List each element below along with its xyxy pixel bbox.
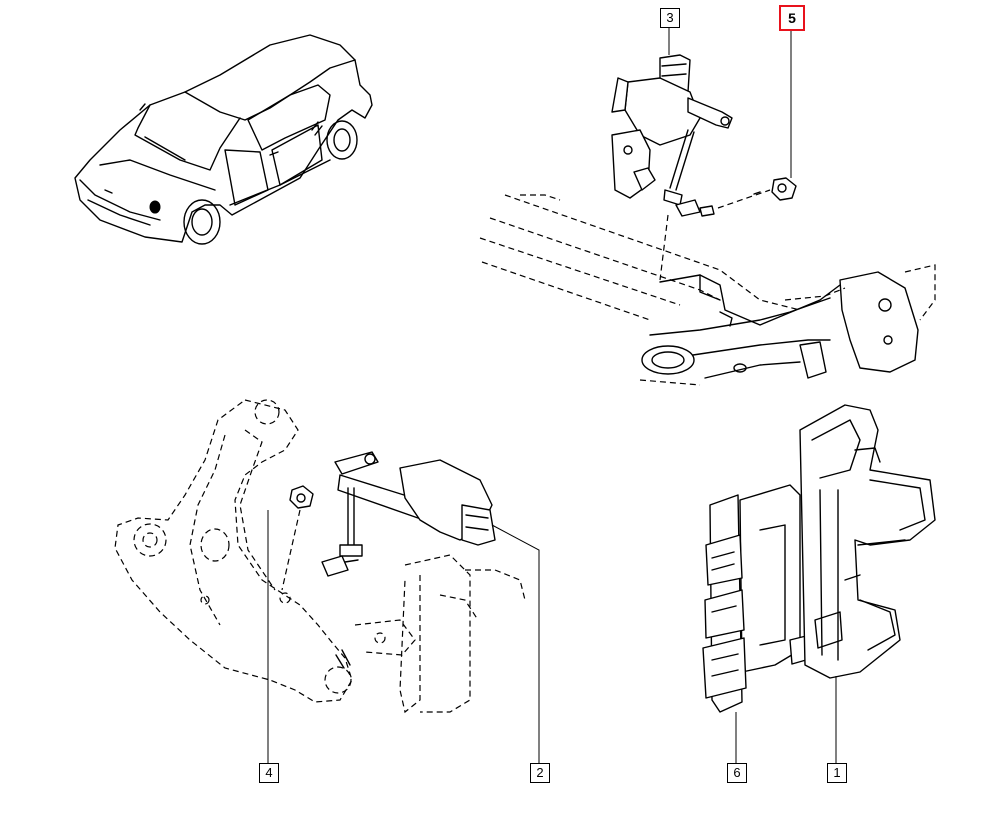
car-illustration [74,34,373,245]
callout-5-highlighted: 5 [779,5,805,31]
callout-2: 2 [530,763,550,783]
front-height-sensor-illustration [321,451,526,714]
callout-4: 4 [259,763,279,783]
callout-3: 3 [660,8,680,28]
leader-lines [267,26,837,763]
control-unit-bracket-illustration [702,404,936,713]
rear-height-sensor-illustration [611,54,797,281]
callout-6: 6 [727,763,747,783]
rear-axle-illustration [479,194,936,386]
front-lower-arm-illustration [114,399,353,703]
callout-1: 1 [827,763,847,783]
